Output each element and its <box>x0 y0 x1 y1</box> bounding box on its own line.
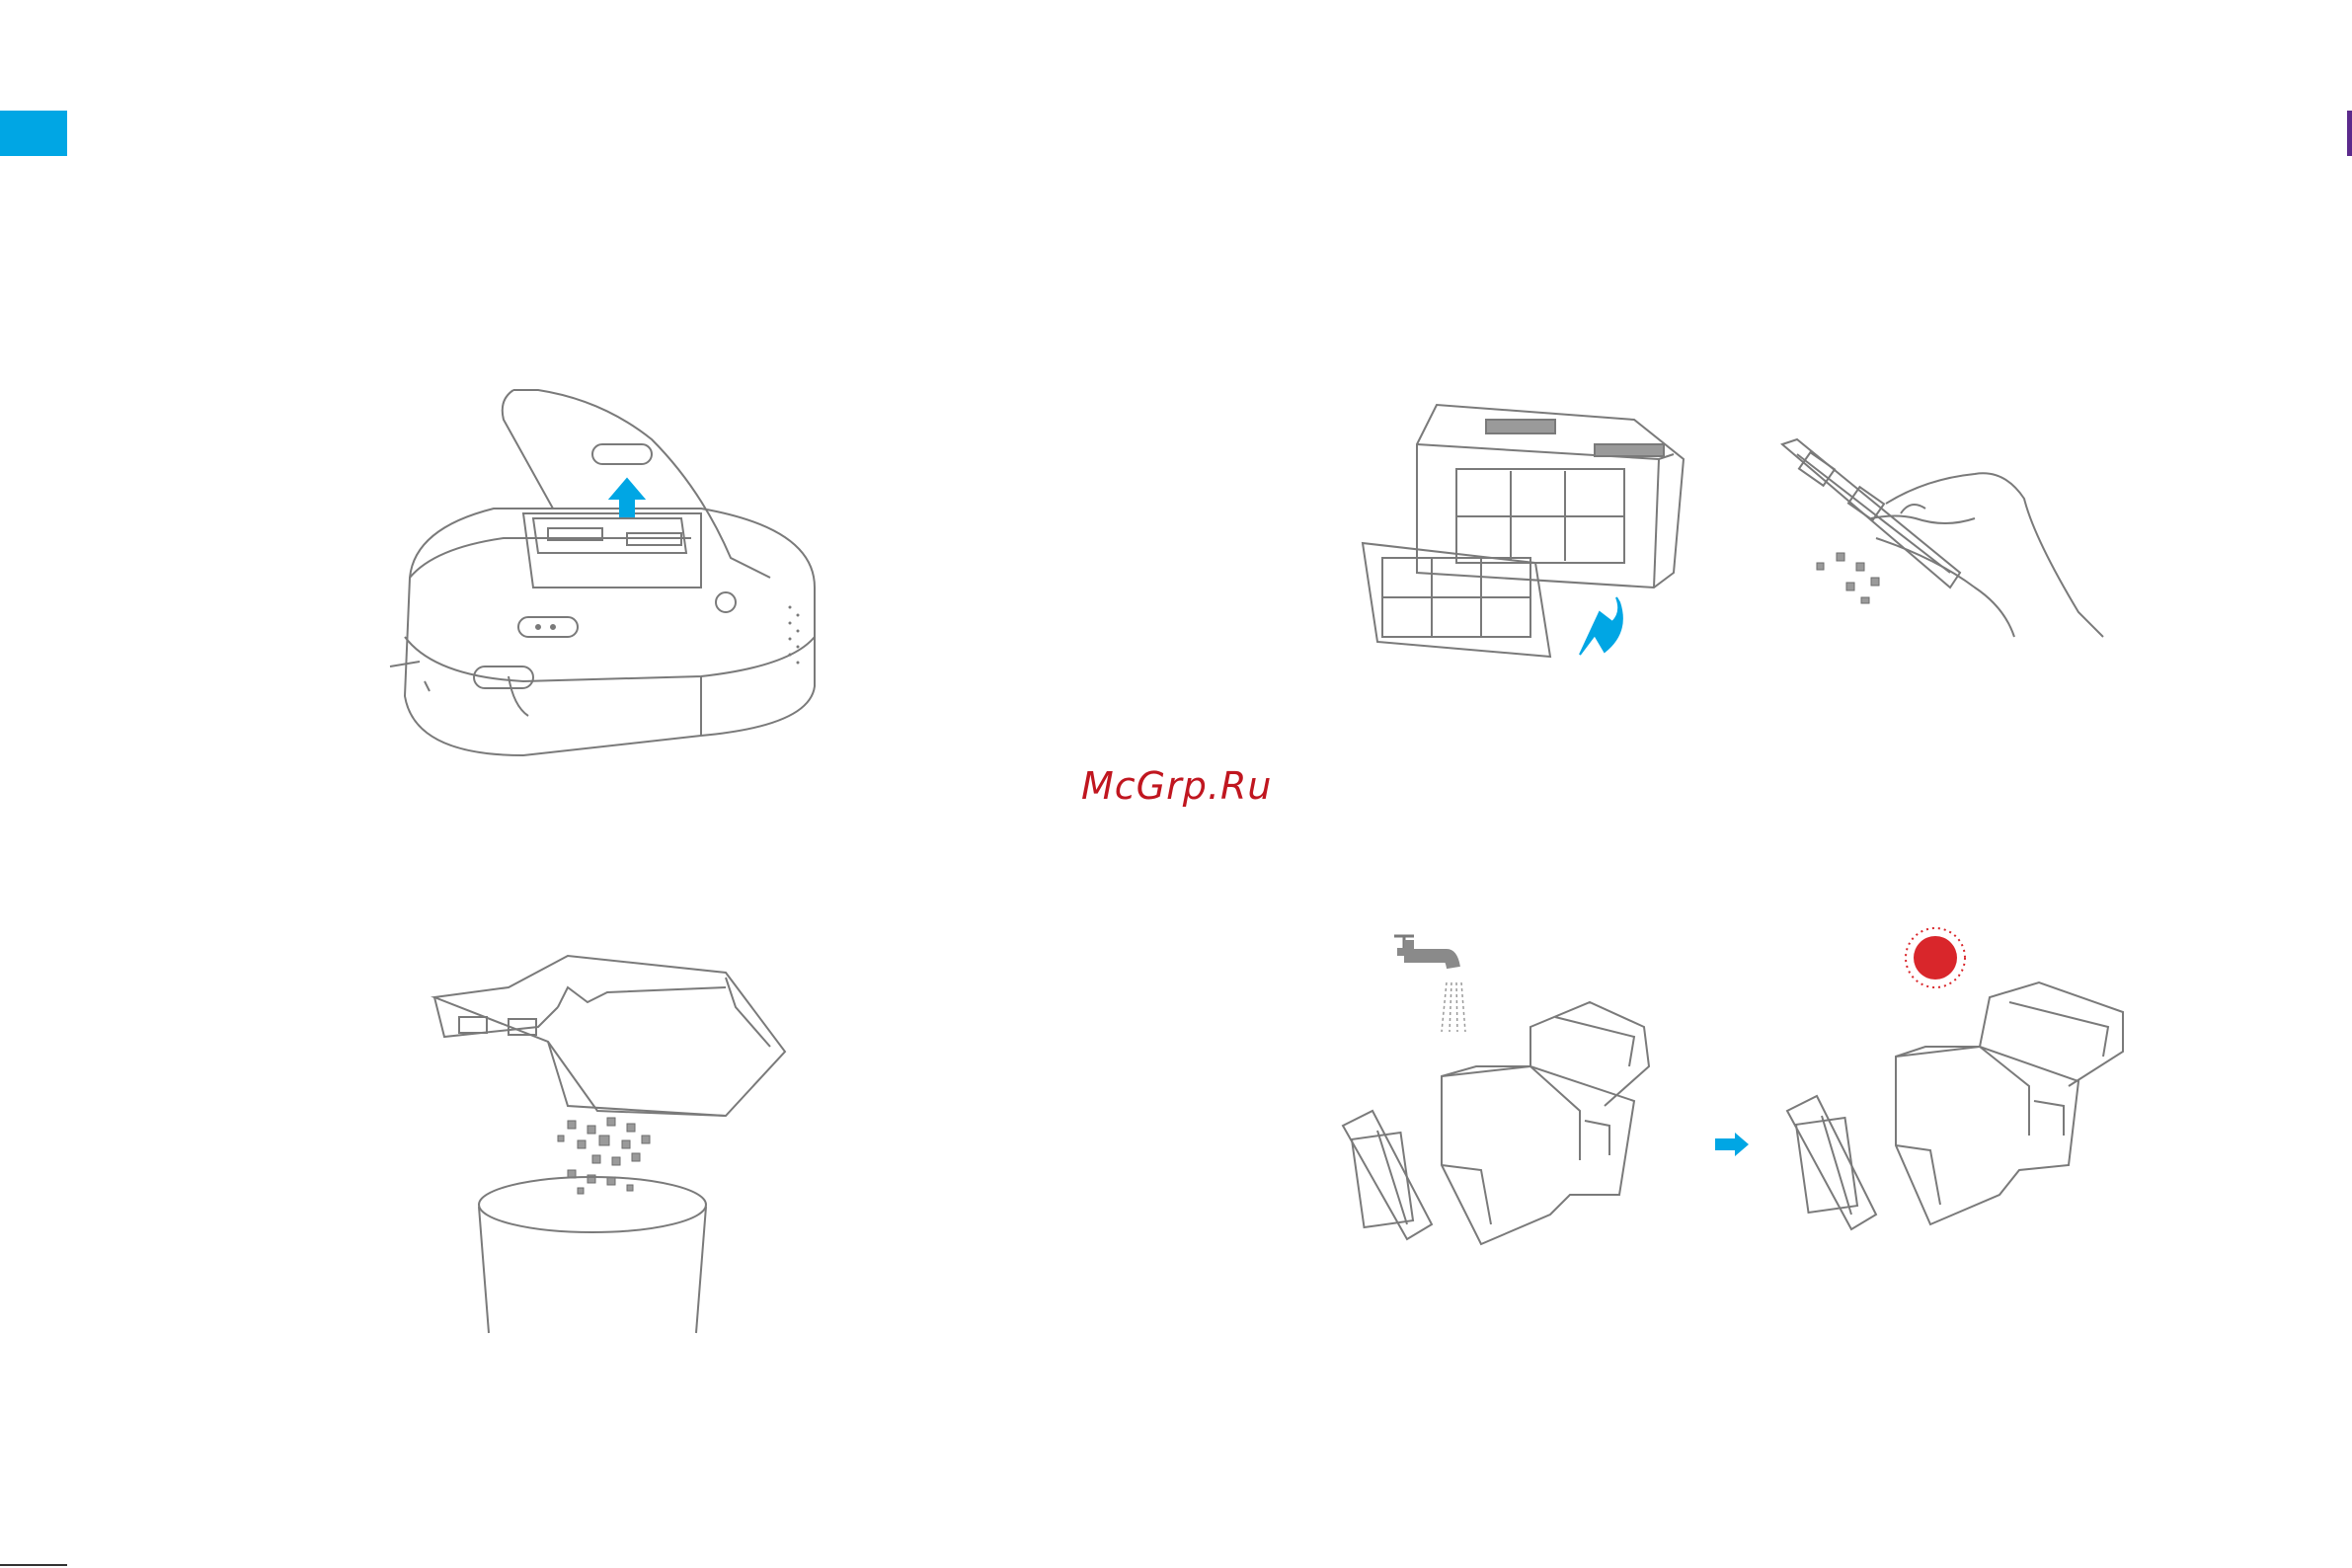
section-tab-marker <box>0 111 67 156</box>
tap-filter-clean-figure <box>1777 439 2113 647</box>
next-step-arrow <box>1713 1131 1751 1158</box>
dry-dustbin-figure <box>1782 918 2133 1264</box>
section-tab-marker-right <box>2347 111 2352 156</box>
empty-dustbin-into-trash-figure <box>430 948 795 1333</box>
robot-open-dustbin-figure <box>375 380 829 770</box>
rinse-dustbin-figure <box>1333 928 1674 1279</box>
up-arrow-icon <box>610 479 644 516</box>
remove-filter-figure <box>1358 400 1688 662</box>
right-arrow-icon <box>1715 1133 1749 1156</box>
sun-icon <box>1906 928 1965 987</box>
watermark-text: McGrp.Ru <box>1081 764 1272 808</box>
footer-rule <box>0 1564 67 1566</box>
down-arrow-icon <box>1580 597 1622 655</box>
